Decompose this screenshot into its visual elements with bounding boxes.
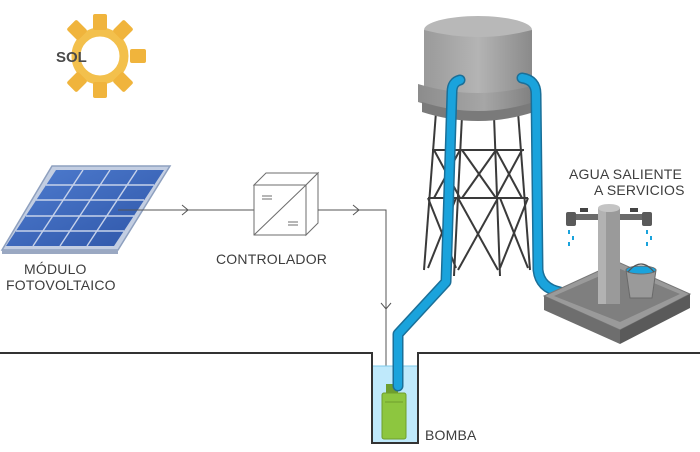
wire-panel-controller xyxy=(118,204,254,216)
water-tower-icon xyxy=(418,16,538,277)
ground-and-well xyxy=(0,352,700,444)
solar-panel-icon xyxy=(0,165,172,254)
panel-label-line1: MÓDULO xyxy=(24,261,87,277)
sun-label: SOL xyxy=(56,49,87,66)
wire-controller-pump xyxy=(318,204,392,382)
panel-label-line2: FOTOVOLTAICO xyxy=(6,277,116,293)
faucet-icon xyxy=(566,204,652,304)
controller-label: CONTROLADOR xyxy=(216,251,328,267)
pump-label: BOMBA xyxy=(425,427,477,443)
outlet-label-line1: AGUA SALIENTE xyxy=(569,166,683,182)
bucket-icon xyxy=(625,263,657,299)
controller-icon xyxy=(252,171,320,237)
water-pipes xyxy=(392,72,566,392)
pump-icon xyxy=(381,384,407,440)
outlet-label-line2: A SERVICIOS xyxy=(594,182,685,198)
sun-icon xyxy=(67,14,146,98)
